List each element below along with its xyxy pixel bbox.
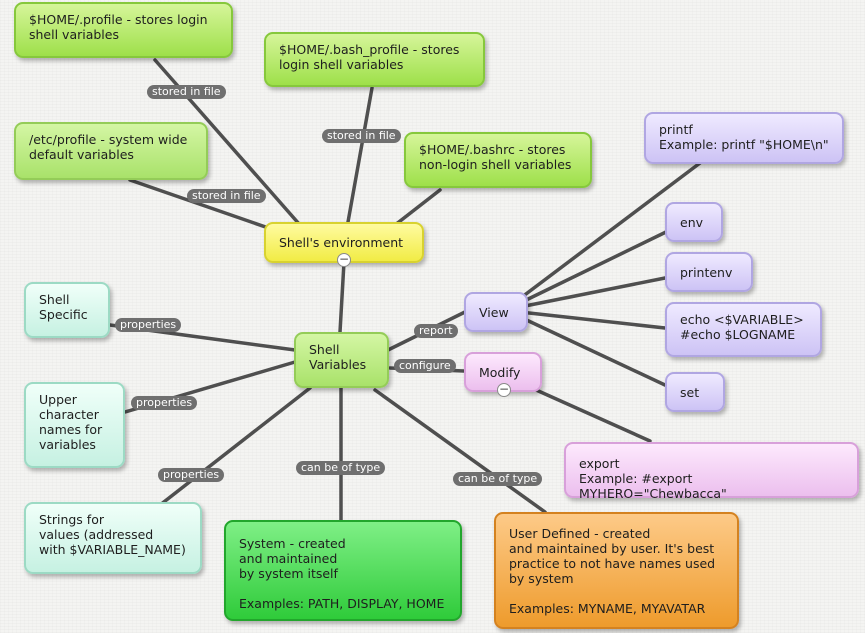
node-user-defined[interactable]: User Defined - created and maintained by… [494,512,739,629]
link-label-stored-in-file-2: stored in file [322,129,401,143]
node-echo[interactable]: echo <$VARIABLE> #echo $LOGNAME [665,302,822,357]
node-printenv[interactable]: printenv [665,252,753,292]
link-label-report: report [414,324,458,338]
link-label-properties-3: properties [158,468,225,482]
node-shell-variables[interactable]: Shell Variables [294,332,389,388]
link-label-properties-1: properties [115,318,182,332]
link-label-can-be-of-type-2: can be of type [453,472,543,486]
node-export[interactable]: export Example: #export MYHERO="Chewbacc… [564,442,859,501]
link-label-properties-2: properties [131,396,198,410]
node-system[interactable]: System - created and maintained by syste… [224,520,462,621]
link-label-configure: configure [394,359,456,373]
node-env[interactable]: env [665,202,723,242]
node-bash-profile[interactable]: $HOME/.bash_profile - stores login shell… [264,32,485,87]
collapse-shell-environment-toggle[interactable]: − [337,252,351,267]
node-shell-specific[interactable]: Shell Specific [24,282,110,338]
link-label-stored-in-file-3: stored in file [187,189,266,203]
link-label-stored-in-file-1: stored in file [147,85,226,99]
node-upper-character-names[interactable]: Upper character names for variables [24,382,125,468]
node-view[interactable]: View [464,292,528,332]
link-label-can-be-of-type-1: can be of type [296,461,386,475]
node-strings-for-values[interactable]: Strings for values (addressed with $VARI… [24,502,202,574]
node-set[interactable]: set [665,372,725,412]
collapse-modify-toggle[interactable]: − [497,382,511,397]
node-bashrc[interactable]: $HOME/.bashrc - stores non-login shell v… [404,132,592,188]
node-printf[interactable]: printf Example: printf "$HOME\n" [644,112,844,164]
node-home-profile[interactable]: $HOME/.profile - stores login shell vari… [14,2,233,58]
node-etc-profile[interactable]: /etc/profile - system wide default varia… [14,122,208,180]
